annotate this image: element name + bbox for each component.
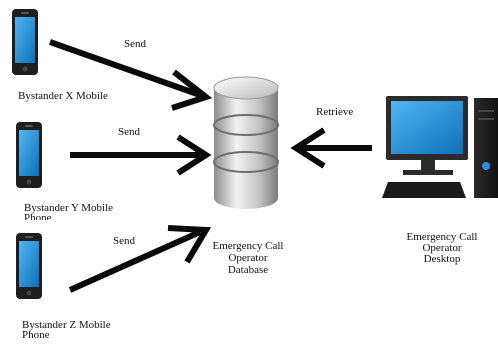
edge-label-send-z: Send <box>113 235 135 247</box>
edge-label-send-x: Send <box>124 38 146 50</box>
edge-label-retrieve: Retrieve <box>316 106 354 118</box>
phone-y-icon <box>16 122 42 188</box>
phone-x-icon <box>12 9 38 75</box>
desktop-label-line-3: Desktop <box>423 253 461 265</box>
phone-z-icon <box>16 233 42 299</box>
database-label: Emergency Call Operator Database <box>206 240 290 276</box>
arrow-retrieve <box>290 127 372 169</box>
database-label-line-3: Database <box>227 264 269 276</box>
bystander-z-label: Bystander Z Mobile Phone <box>22 320 111 338</box>
database-icon <box>213 76 279 209</box>
edge-label-send-y: Send <box>118 126 140 138</box>
desktop-computer-icon <box>382 96 498 198</box>
desktop-label-line-1: Emergency Call <box>406 232 478 243</box>
arrow-send-y <box>70 134 212 176</box>
arrow-send-z <box>68 225 212 293</box>
desktop-label-line-2: Operator <box>422 242 462 254</box>
desktop-label: Emergency Call Operator Desktop <box>396 232 488 266</box>
bystander-x-label: Bystander X Mobile <box>18 90 108 102</box>
arrow-send-x <box>49 39 213 111</box>
bystander-y-label: Bystander Y Mobile Phone <box>24 203 114 220</box>
database-label-line-2: Operator <box>228 252 268 264</box>
database-label-line-1: Emergency Call <box>212 240 284 252</box>
